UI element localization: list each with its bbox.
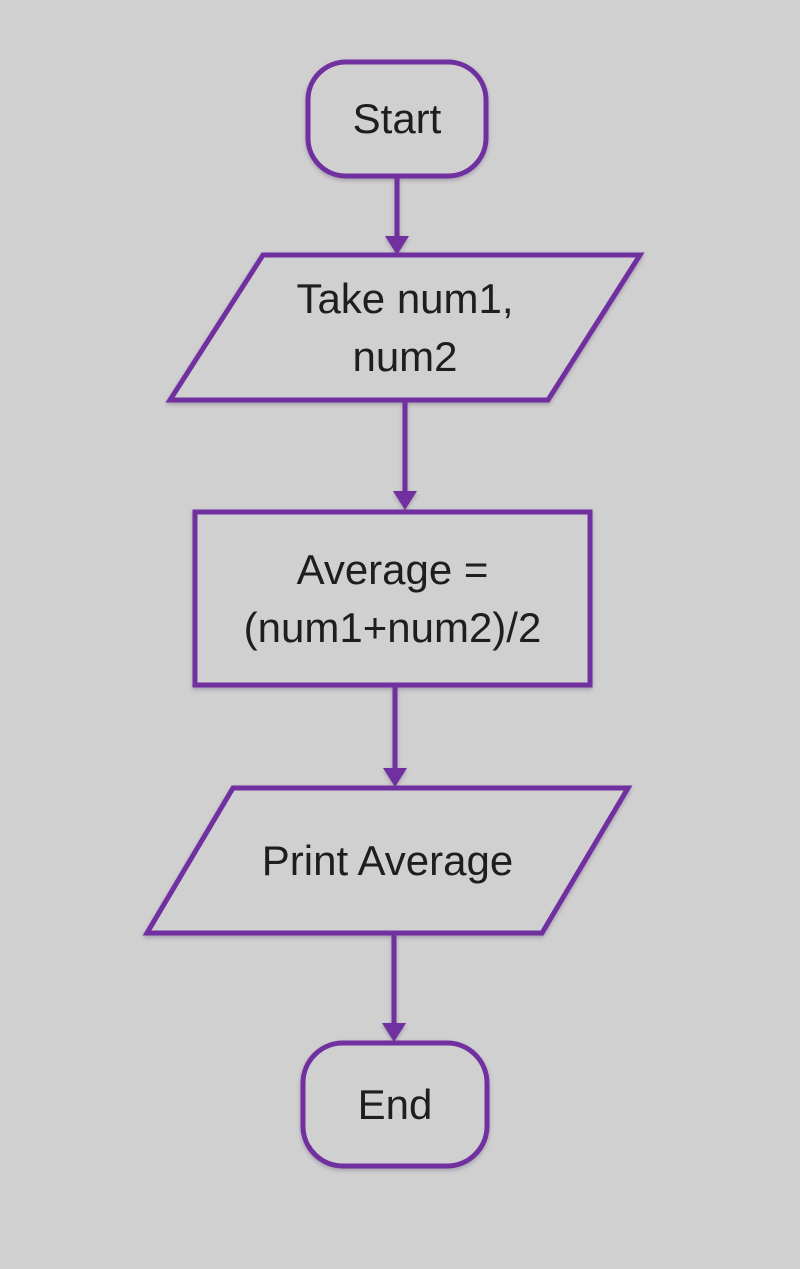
end-terminator-shape [300,1040,490,1169]
start-node-label: Start [308,62,486,176]
input-node-label: Take num1, num2 [210,255,600,400]
output-parallelogram-shape [142,785,633,936]
process-label-line2: (num1+num2)/2 [243,603,542,651]
end-node-label: End [303,1043,487,1166]
start-terminator-shape [305,59,489,179]
process-label-line1: Average = [296,546,489,594]
end-label-text: End [357,1080,433,1128]
process-node-label: Average = (num1+num2)/2 [195,512,590,685]
arrowhead-down-icon [385,236,409,255]
arrowhead-down-icon [393,491,417,510]
input-parallelogram-shape [165,252,645,403]
arrowhead-down-icon [383,768,407,787]
input-label-line2: num2 [352,332,458,380]
process-rectangle-shape [192,509,593,688]
start-label-text: Start [352,95,442,143]
arrowhead-down-icon [382,1023,406,1042]
output-label-text: Print Average [261,836,514,884]
input-label-line1: Take num1, [296,275,514,323]
output-node-label: Print Average [190,788,585,933]
